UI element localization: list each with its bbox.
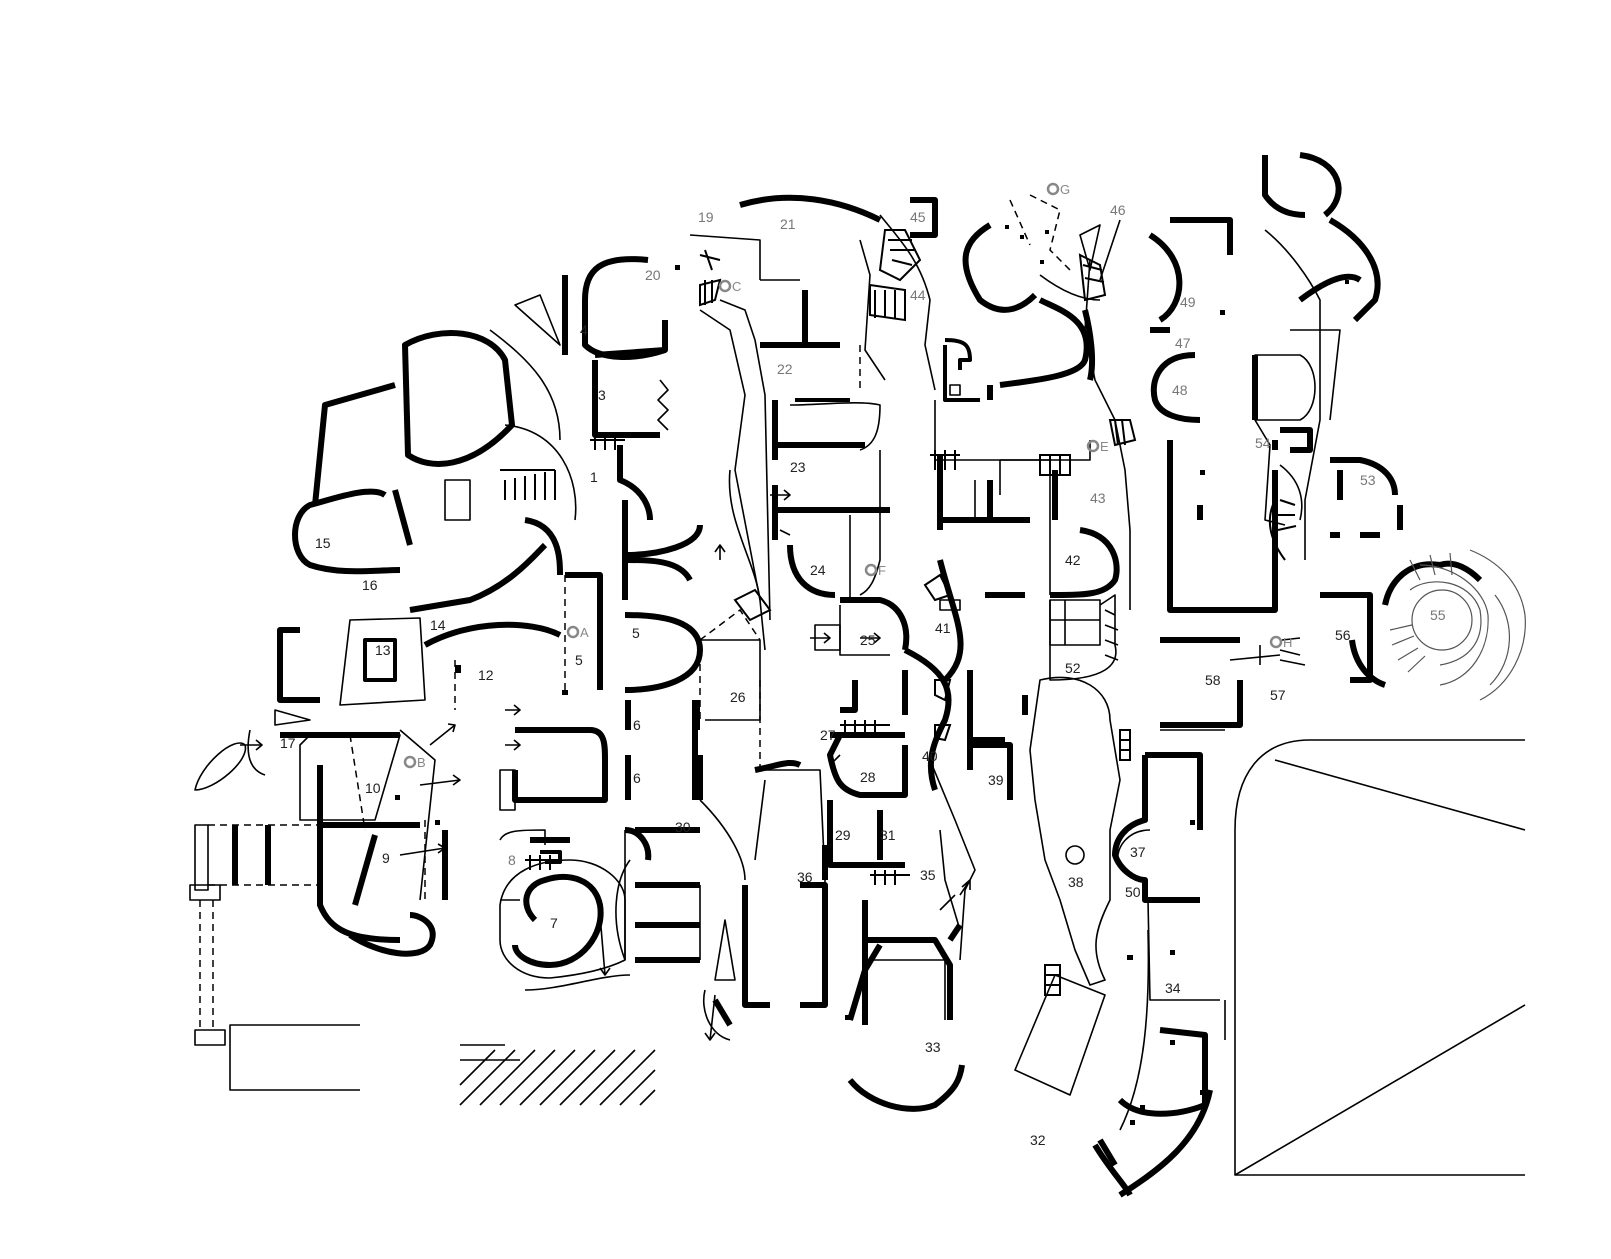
room-label: 27 bbox=[820, 727, 836, 743]
room-label: 50 bbox=[1125, 884, 1141, 900]
room-label: 49 bbox=[1180, 294, 1196, 310]
marker-letter: B bbox=[417, 755, 426, 770]
room-label: 56 bbox=[1335, 627, 1351, 643]
room-label: 38 bbox=[1068, 874, 1084, 890]
room-label: 33 bbox=[925, 1039, 941, 1055]
room-label: 6 bbox=[633, 770, 641, 786]
room-label: 39 bbox=[988, 772, 1004, 788]
hatched-area bbox=[459, 1044, 656, 1106]
circulation-dashes bbox=[424, 194, 1071, 900]
room-label: 41 bbox=[935, 620, 951, 636]
room-label: 44 bbox=[910, 287, 926, 303]
room-label: 29 bbox=[835, 827, 851, 843]
room-label: 32 bbox=[1030, 1132, 1046, 1148]
room-label: 24 bbox=[810, 562, 826, 578]
viewpoint-markers: A B C E F G H bbox=[403, 182, 1292, 770]
room-label: 19 bbox=[698, 209, 714, 225]
viewpoint-marker-b: B bbox=[403, 755, 426, 770]
room-label: 1 bbox=[590, 469, 598, 485]
room-label: 52 bbox=[1065, 660, 1081, 676]
room-label: 26 bbox=[730, 689, 746, 705]
room-label: 30 bbox=[675, 819, 691, 835]
room-label: 53 bbox=[1360, 472, 1376, 488]
east-wing-walls bbox=[1148, 152, 1526, 731]
room-label: 16 bbox=[362, 577, 378, 593]
room-label: 17 bbox=[280, 735, 296, 751]
room-label: 45 bbox=[910, 209, 926, 225]
marker-letter: F bbox=[878, 563, 886, 578]
room-label: 10 bbox=[365, 780, 381, 796]
room-label: 14 bbox=[430, 617, 446, 633]
room-label: 37 bbox=[1130, 844, 1146, 860]
room-label: 46 bbox=[1110, 202, 1126, 218]
north-east-walls bbox=[859, 197, 1131, 715]
room-label: 12 bbox=[478, 667, 494, 683]
room-label: 5 bbox=[632, 625, 640, 641]
room-label: 22 bbox=[777, 361, 793, 377]
room-label: 47 bbox=[1175, 335, 1191, 351]
room-label: 54 bbox=[1255, 435, 1271, 451]
room-label: 40 bbox=[922, 748, 938, 764]
viewpoint-marker-e: E bbox=[1086, 439, 1109, 454]
west-wing-walls bbox=[277, 294, 577, 706]
room-label: 7 bbox=[550, 915, 558, 931]
marker-letter: A bbox=[580, 625, 589, 640]
room-label: 35 bbox=[920, 867, 936, 883]
central-north-walls bbox=[689, 194, 890, 651]
room-label: 15 bbox=[315, 535, 331, 551]
room-label: 42 bbox=[1065, 552, 1081, 568]
columns bbox=[395, 225, 1349, 1125]
room-label: 20 bbox=[645, 267, 661, 283]
room-label: 43 bbox=[1090, 490, 1106, 506]
marker-letter: E bbox=[1100, 439, 1109, 454]
room-label: 4 bbox=[580, 322, 588, 338]
room-labels: 1 3 4 5 5 6 6 7 8 9 10 12 13 14 15 16 17… bbox=[280, 202, 1446, 1148]
room-label: 23 bbox=[790, 459, 806, 475]
room-label: 9 bbox=[382, 850, 390, 866]
room-label: 55 bbox=[1430, 607, 1446, 623]
room-label: 8 bbox=[508, 852, 516, 868]
room-label: 28 bbox=[860, 769, 876, 785]
room-label: 13 bbox=[375, 642, 391, 658]
south-east-walls bbox=[970, 676, 1226, 1198]
room-label: 25 bbox=[860, 632, 876, 648]
viewpoint-marker-g: G bbox=[1046, 182, 1070, 197]
site-boundary bbox=[1234, 739, 1526, 1176]
marker-letter: H bbox=[1283, 635, 1292, 650]
flow-arrows bbox=[240, 489, 1281, 1041]
viewpoint-marker-c: C bbox=[718, 279, 741, 294]
south-center-walls bbox=[847, 559, 1005, 1112]
room-label: 6 bbox=[633, 717, 641, 733]
room-label: 5 bbox=[575, 652, 583, 668]
room-label: 36 bbox=[797, 869, 813, 885]
room-label: 57 bbox=[1270, 687, 1286, 703]
south-west-walls bbox=[189, 709, 448, 1091]
viewpoint-marker-f: F bbox=[864, 563, 886, 578]
viewpoint-marker-a: A bbox=[566, 625, 589, 640]
marker-letter: C bbox=[732, 279, 741, 294]
room-label: 34 bbox=[1165, 980, 1181, 996]
room-label: 3 bbox=[598, 387, 606, 403]
room-label: 21 bbox=[780, 216, 796, 232]
viewpoint-marker-h: H bbox=[1269, 635, 1292, 650]
stairs bbox=[500, 229, 1297, 996]
room-label: 48 bbox=[1172, 382, 1188, 398]
room-label: 31 bbox=[880, 827, 896, 843]
room-label: 58 bbox=[1205, 672, 1221, 688]
marker-letter: G bbox=[1060, 182, 1070, 197]
central-core-walls bbox=[635, 597, 910, 1041]
